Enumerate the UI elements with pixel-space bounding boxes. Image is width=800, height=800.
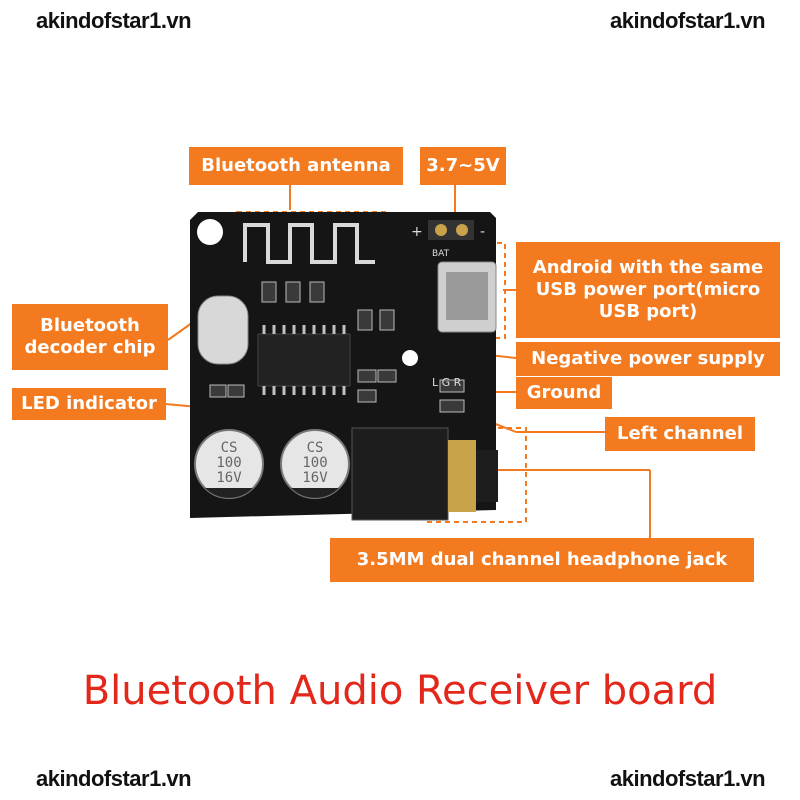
- mount-hole: [197, 219, 223, 245]
- cap1-line3: 16V: [216, 470, 242, 486]
- watermark-bottom-left: akindofstar1.vn: [36, 766, 192, 791]
- page-title: Bluetooth Audio Receiver board: [82, 668, 718, 714]
- cap2-line3: 16V: [302, 470, 328, 486]
- label-left-channel: Left channel: [605, 417, 755, 451]
- cap2-line2: 100: [302, 455, 327, 471]
- decoder-chip: [257, 333, 351, 387]
- label-usb-port: Android with the same USB power port(mic…: [516, 242, 780, 338]
- board-plus-sign: +: [411, 224, 423, 240]
- label-negative-power: Negative power supply: [516, 342, 780, 376]
- mount-hole-2: [402, 350, 418, 366]
- headphone-jack-body: [351, 427, 449, 521]
- watermark-top-right: akindofstar1.vn: [610, 8, 766, 33]
- pcb: [190, 212, 498, 521]
- cap1-line1: CS: [221, 440, 238, 456]
- label-decoder-chip: Bluetooth decoder chip: [12, 304, 168, 370]
- board-minus-sign: -: [480, 224, 485, 240]
- capacitor-1: [194, 429, 264, 499]
- board-lgr-label: L G R: [432, 376, 462, 389]
- label-voltage: 3.7~5V: [420, 147, 506, 185]
- cap2-line1: CS: [307, 440, 324, 456]
- capacitor-2: [280, 429, 350, 499]
- headphone-jack-ring: [448, 440, 476, 512]
- label-headphone-jack: 3.5MM dual channel headphone jack: [330, 538, 754, 582]
- label-led-indicator: LED indicator: [12, 388, 166, 420]
- label-bluetooth-antenna: Bluetooth antenna: [189, 147, 403, 185]
- antenna-trace: [243, 223, 375, 264]
- watermark-top-left: akindofstar1.vn: [36, 8, 192, 33]
- cap1-line2: 100: [216, 455, 241, 471]
- crystal-oscillator: [197, 295, 249, 365]
- watermark-bottom-right: akindofstar1.vn: [610, 766, 766, 791]
- board-bat-label: BAT: [432, 249, 450, 259]
- label-ground: Ground: [516, 377, 612, 409]
